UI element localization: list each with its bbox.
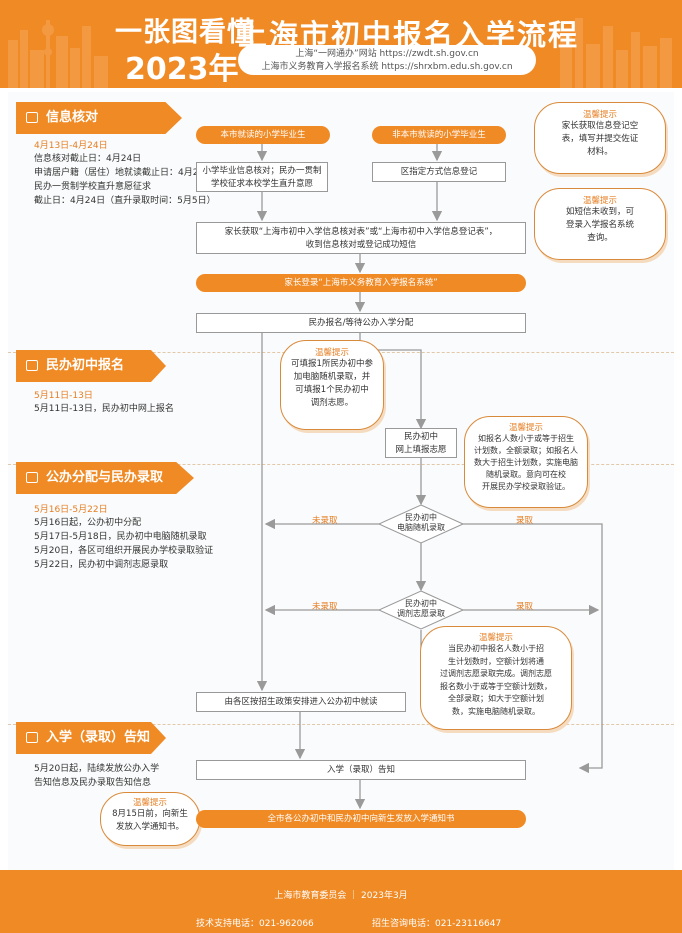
info-note-1: 信息核对截止日：4月24日 — [34, 154, 142, 164]
flow-private-online-apply: 民办初中 网上填报志愿 — [385, 428, 457, 458]
flow-parent-login: 家长登录“上海市义务教育入学报名系统” — [196, 274, 526, 292]
notice-note-2: 告知信息及民办录取告知信息 — [34, 778, 152, 788]
tip-cloud-1: 温馨提示 家长获取信息登记空表，填写并提交佐证材料。 — [534, 102, 666, 174]
section-tag-allocation: 公办分配与民办录取 — [16, 462, 194, 494]
section-divider — [8, 464, 674, 465]
tip-cloud-4: 温馨提示 如报名人数小于或等于招生计划数，全额录取；如报名人数大于招生计划数，实… — [464, 416, 588, 508]
flow-final-notice: 全市各公办初中和民办初中向新生发放入学通知书 — [196, 810, 526, 828]
tip-cloud-5: 温馨提示 当民办初中报名人数小于招生计划数时，空额计划将通过调剂志愿录取完成。调… — [420, 626, 572, 730]
page-header: 一张图看懂 2023年 上海市初中报名入学流程 上海“一网通办”网站 https… — [0, 0, 682, 88]
allocation-note-3: 5月20日，各区可组织开展民办学校录取验证 — [34, 546, 214, 556]
flow-random-admission: 民办初中 电脑随机录取 — [397, 513, 445, 532]
website-link-onenet[interactable]: 上海“一网通办”网站 https://zwdt.sh.gov.cn — [295, 49, 479, 59]
flow-admission-notice: 入学（录取）告知 — [196, 760, 526, 780]
section-divider — [8, 724, 674, 725]
label-admitted: 录取 — [516, 602, 534, 612]
allocation-note-2: 5月17日-5月18日，民办初中电脑随机录取 — [34, 532, 207, 542]
info-note-4: 截止日：4月24日（直升录取时间：5月5日） — [34, 196, 216, 206]
section-tag-notice: 入学（录取）告知 — [16, 722, 166, 754]
header-title-year: 2023年 — [125, 52, 239, 87]
flow-nonlocal-students: 非本市就读的小学毕业生 — [372, 126, 506, 144]
edit-icon — [26, 360, 38, 371]
section-date: 5月16日-5月22日 — [34, 505, 108, 515]
notice-note-1: 5月20日起，陆续发放公办入学 — [34, 764, 160, 774]
label-not-admitted: 未录取 — [312, 516, 338, 526]
flow-adjust-admission: 民办初中 调剂志愿录取 — [397, 599, 445, 618]
flow-obtain-form: 家长获取“上海市初中入学信息核对表”或“上海市初中入学信息登记表”， 收到信息核… — [196, 222, 526, 254]
footer-org: 上海市教育委员会 ｜ 2023年3月 — [274, 891, 408, 901]
skyline-illustration — [8, 18, 672, 88]
section-tag-private-registration: 民办初中报名 — [16, 350, 166, 382]
allocation-note-1: 5月16日起，公办初中分配 — [34, 518, 142, 528]
edit-icon — [26, 472, 38, 483]
tip-cloud-3: 温馨提示 可填报1所民办初中参加电脑随机录取，并可填报1个民办初中调剂志愿。 — [280, 340, 384, 430]
flow-designated-registration: 区指定方式信息登记 — [372, 162, 506, 182]
label-admitted: 录取 — [516, 516, 534, 526]
section-date: 4月13日-4月24日 — [34, 141, 108, 151]
info-note-2: 申请居户籍（居住）地就读截止日：4月24日 — [34, 168, 214, 178]
edit-icon — [26, 732, 38, 743]
edit-icon — [26, 112, 38, 123]
footer-tech-phone: 技术支持电话：021-962066 — [196, 919, 314, 929]
website-panel: 上海“一网通办”网站 https://zwdt.sh.gov.cn 上海市义务教… — [238, 45, 536, 75]
tip-cloud-6: 温馨提示 8月15日前，向新生发放入学通知书。 — [100, 792, 200, 846]
flow-district-arrange: 由各区按招生政策安排进入公办初中就读 — [196, 692, 406, 712]
page-footer: 上海市教育委员会 ｜ 2023年3月 技术支持电话：021-962066 招生咨… — [0, 870, 682, 933]
allocation-note-4: 5月22日，民办初中调剂志愿录取 — [34, 560, 169, 570]
footer-enroll-phone: 招生咨询电话：021-23116647 — [372, 919, 502, 929]
flow-report-or-wait: 民办报名/等待公办入学分配 — [196, 313, 526, 333]
diamond-adjust-admission — [378, 590, 464, 630]
flow-info-verify: 小学毕业信息核对；民办一贯制 学校征求本校学生直升意愿 — [196, 162, 328, 192]
website-link-enroll[interactable]: 上海市义务教育入学报名系统 https://shrxbm.edu.sh.gov.… — [261, 62, 513, 72]
header-title-top: 一张图看懂 — [115, 17, 255, 48]
section-date: 5月11日-13日 — [34, 391, 93, 401]
label-not-admitted: 未录取 — [312, 602, 338, 612]
private-note-1: 5月11日-13日，民办初中网上报名 — [34, 404, 174, 414]
diamond-random-admission — [378, 504, 464, 544]
tip-cloud-2: 温馨提示 如短信未收到，可登录入学报名系统查询。 — [534, 188, 666, 260]
flow-local-students: 本市就读的小学毕业生 — [196, 126, 330, 144]
info-note-3: 民办一贯制学校直升意愿征求 — [34, 182, 152, 192]
section-tag-info-check: 信息核对 — [16, 102, 182, 134]
